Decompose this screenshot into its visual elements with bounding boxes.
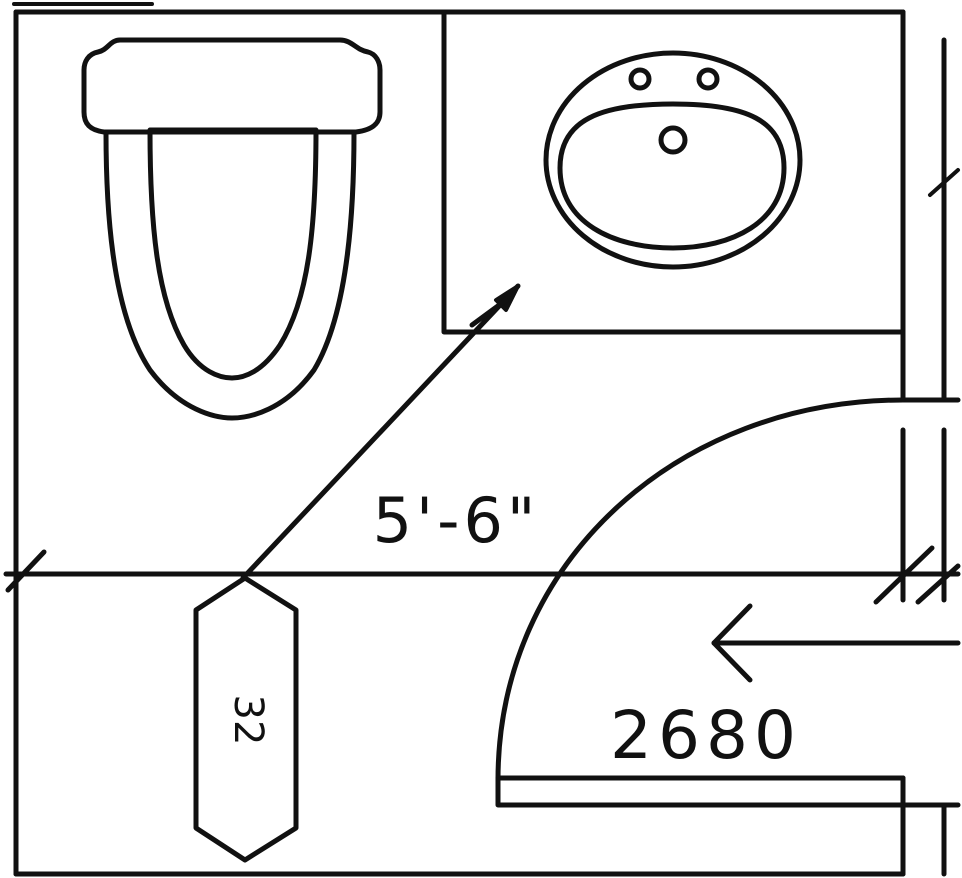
tag-label: 32	[225, 695, 271, 746]
dimension-tick-far	[915, 563, 961, 605]
dimension-line	[3, 545, 961, 605]
tag-hexagon	[193, 575, 299, 863]
toilet-bowl	[103, 129, 357, 421]
leader-arrow-barb	[469, 297, 509, 328]
vanity-counter	[441, 9, 906, 335]
wall-break-tick	[928, 168, 960, 197]
arrow-left-icon	[711, 603, 753, 683]
door-leaf	[495, 775, 906, 808]
toilet-tank	[81, 37, 383, 135]
sink-icon	[543, 50, 803, 270]
sink-rim	[543, 50, 803, 270]
toilet-seat-opening	[147, 127, 319, 381]
toilet-icon	[81, 37, 383, 421]
door-swing-arc	[495, 397, 906, 783]
room-walls	[13, 9, 906, 877]
sink-drain	[658, 125, 688, 155]
door-direction-arrow	[711, 603, 961, 683]
dimension-tick-right	[873, 545, 935, 605]
faucet-hole-left	[628, 67, 652, 91]
section-tag: 32	[193, 575, 299, 863]
leader-line	[240, 283, 521, 581]
dimension-tick-left	[5, 549, 47, 593]
leader-arrow	[240, 283, 521, 581]
sink-basin	[557, 101, 787, 251]
dimension-label: 5'-6"	[373, 484, 540, 557]
door-label: 2680	[610, 697, 802, 774]
door-jamb-lines	[900, 37, 961, 877]
faucet-hole-right	[696, 67, 720, 91]
